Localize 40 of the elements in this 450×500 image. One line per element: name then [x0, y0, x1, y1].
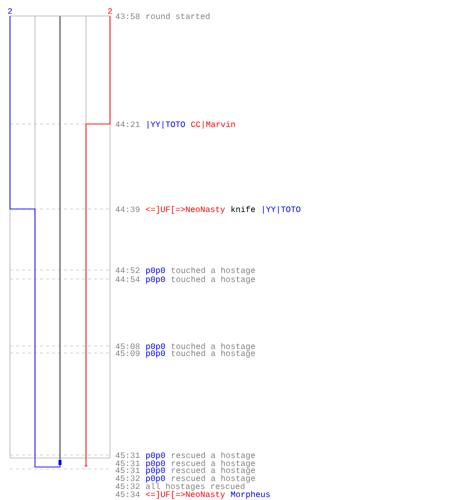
- event-text: 44:52: [116, 267, 140, 274]
- team-count: 2: [8, 8, 12, 14]
- player-name: p0p0: [146, 460, 165, 468]
- player-name: p0p0: [146, 475, 165, 483]
- event-text: touched a hostage: [172, 343, 255, 351]
- event-text: 45:31: [116, 467, 140, 474]
- event-text: 45:31: [116, 460, 140, 466]
- player-name: <=]UF[=>NeoNasty: [146, 206, 225, 214]
- event-text: touched a hostage: [172, 267, 255, 275]
- event-text: 45:09: [116, 350, 140, 356]
- event-text: 44:54: [116, 276, 140, 282]
- event-text: touched a hostage: [172, 350, 255, 358]
- event-text: rescued a hostage: [172, 467, 255, 475]
- event-text: 43:58: [116, 13, 140, 20]
- event-text: round started: [146, 13, 210, 20]
- player-name: |YY|TOTO: [263, 206, 300, 214]
- event-text: 44:39: [116, 206, 140, 212]
- player-name: |YY|TOTO: [148, 121, 185, 129]
- player-name: p0p0: [146, 467, 165, 475]
- player-name: <=]UF[=>NeoNasty: [146, 491, 225, 499]
- event-text: rescued a hostage: [172, 460, 255, 468]
- player-name: p0p0: [146, 350, 165, 358]
- player-name: p0p0: [146, 343, 165, 351]
- event-text: 45:34: [116, 491, 140, 498]
- event-text: touched a hostage: [172, 276, 255, 284]
- player-name: Morpheus: [231, 491, 270, 499]
- event-text: rescued a hostage: [172, 452, 255, 460]
- player-name: CC|Marvin: [191, 121, 235, 129]
- player-name: p0p0: [146, 267, 165, 275]
- event-text: 45:32: [116, 475, 140, 482]
- team-count: 2: [108, 8, 112, 14]
- event-text: 45:32: [116, 483, 140, 490]
- weapon-name: knife: [232, 206, 255, 212]
- event-text: 44:21: [116, 121, 140, 127]
- player-name: p0p0: [146, 276, 165, 284]
- event-text: 45:08: [116, 343, 140, 350]
- event-text: all hostages rescued: [146, 483, 244, 491]
- event-text: rescued a hostage: [172, 475, 255, 483]
- player-name: p0p0: [146, 452, 165, 460]
- event-text: 45:31: [116, 452, 140, 458]
